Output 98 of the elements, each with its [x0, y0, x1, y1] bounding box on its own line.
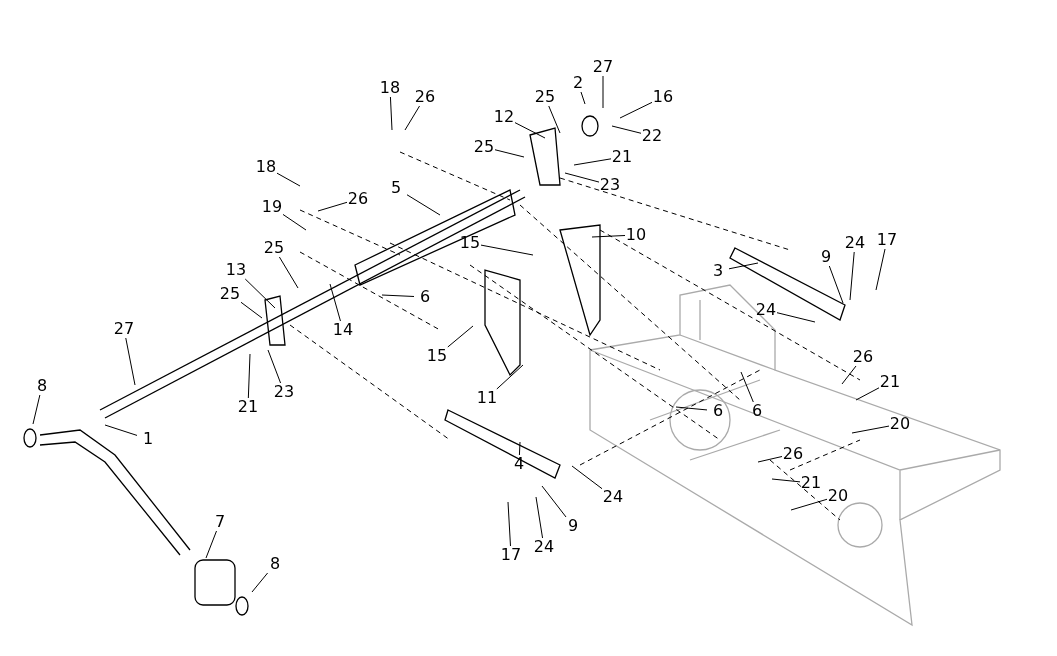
leader-line — [851, 425, 890, 434]
leader-line — [317, 201, 348, 212]
callout-number: 24 — [844, 234, 866, 252]
callout-number: 26 — [782, 445, 804, 463]
callout-number: 20 — [827, 487, 849, 505]
callout-number: 25 — [534, 88, 556, 106]
leader-line — [728, 262, 759, 270]
leader-line — [841, 365, 857, 385]
callout-number: 27 — [592, 58, 614, 76]
leader-line — [240, 301, 263, 319]
callout-number: 17 — [500, 546, 522, 564]
callout-number: 23 — [273, 383, 295, 401]
callout-number: 6 — [746, 402, 768, 420]
leader-line — [496, 364, 524, 390]
callout-number: 7 — [209, 513, 231, 531]
leader-line — [757, 456, 783, 463]
callout-number: 18 — [255, 158, 277, 176]
leader-line — [251, 572, 269, 593]
leader-line — [740, 371, 754, 403]
callout-number: 21 — [611, 148, 633, 166]
leader-line — [535, 496, 544, 539]
callout-number: 12 — [493, 108, 515, 126]
callout-number: 26 — [347, 190, 369, 208]
callout-number: 17 — [876, 231, 898, 249]
callout-number: 15 — [426, 347, 448, 365]
callout-number: 9 — [815, 248, 837, 266]
leader-line — [282, 213, 307, 231]
callout-number: 6 — [414, 288, 436, 306]
callout-number: 11 — [476, 389, 498, 407]
callout-number: 6 — [707, 402, 729, 420]
leader-line — [507, 501, 511, 547]
leader-line — [329, 283, 341, 322]
callout-number: 3 — [707, 262, 729, 280]
leader-line — [548, 105, 561, 134]
leader-line — [573, 158, 612, 166]
callout-number: 8 — [31, 377, 53, 395]
callout-number: 25 — [219, 285, 241, 303]
leader-line — [518, 441, 521, 456]
leader-line — [771, 478, 801, 483]
callout-number: 5 — [385, 179, 407, 197]
callout-number: 24 — [602, 488, 624, 506]
leader-line — [406, 194, 441, 216]
callout-number: 16 — [652, 88, 674, 106]
callout-number: 25 — [473, 138, 495, 156]
callout-number: 15 — [459, 234, 481, 252]
callout-number: 8 — [264, 555, 286, 573]
leader-line — [247, 353, 251, 399]
callout-number: 13 — [225, 261, 247, 279]
leader-line — [571, 465, 603, 490]
leader-line — [541, 485, 567, 518]
leader-line — [267, 349, 282, 384]
leader-line — [855, 387, 880, 401]
callout-number: 19 — [261, 198, 283, 216]
leader-line — [591, 235, 626, 238]
leader-line — [404, 105, 421, 131]
callout-number: 10 — [625, 226, 647, 244]
leader-line — [849, 251, 855, 301]
leader-line — [104, 424, 138, 436]
leader-line — [790, 498, 828, 511]
leader-line — [602, 75, 604, 109]
leader-line — [447, 325, 474, 348]
callout-number: 18 — [379, 79, 401, 97]
leader-line — [480, 244, 534, 256]
callout-number: 27 — [113, 320, 135, 338]
leader-line — [564, 172, 600, 183]
leader-line — [244, 278, 276, 309]
leader-line — [675, 406, 708, 411]
callout-number: 25 — [263, 239, 285, 257]
leader-line — [875, 248, 886, 291]
leader-line — [514, 122, 546, 139]
callout-number: 24 — [755, 301, 777, 319]
leader-line — [828, 265, 844, 304]
leader-line — [381, 294, 415, 297]
callout-number: 23 — [599, 176, 621, 194]
callout-number: 22 — [641, 127, 663, 145]
callout-number: 14 — [332, 321, 354, 339]
callout-number: 21 — [237, 398, 259, 416]
callout-number: 26 — [852, 348, 874, 366]
callout-number: 20 — [889, 415, 911, 433]
callout-number: 21 — [879, 373, 901, 391]
leader-line — [276, 172, 301, 187]
leader-line — [580, 91, 586, 105]
callout-number: 4 — [508, 455, 530, 473]
leader-line — [32, 394, 41, 425]
leader-line — [776, 312, 816, 323]
callout-number: 21 — [800, 474, 822, 492]
callout-number: 9 — [562, 517, 584, 535]
callout-number: 2 — [567, 74, 589, 92]
leader-line — [611, 125, 642, 134]
callout-number: 1 — [137, 430, 159, 448]
leader-line — [205, 530, 217, 559]
leader-line — [278, 256, 299, 289]
leader-line — [389, 96, 393, 131]
leader-line — [125, 337, 136, 386]
leader-line — [619, 101, 653, 119]
leader-line — [494, 149, 525, 158]
callout-number: 26 — [414, 88, 436, 106]
callout-number: 24 — [533, 538, 555, 556]
